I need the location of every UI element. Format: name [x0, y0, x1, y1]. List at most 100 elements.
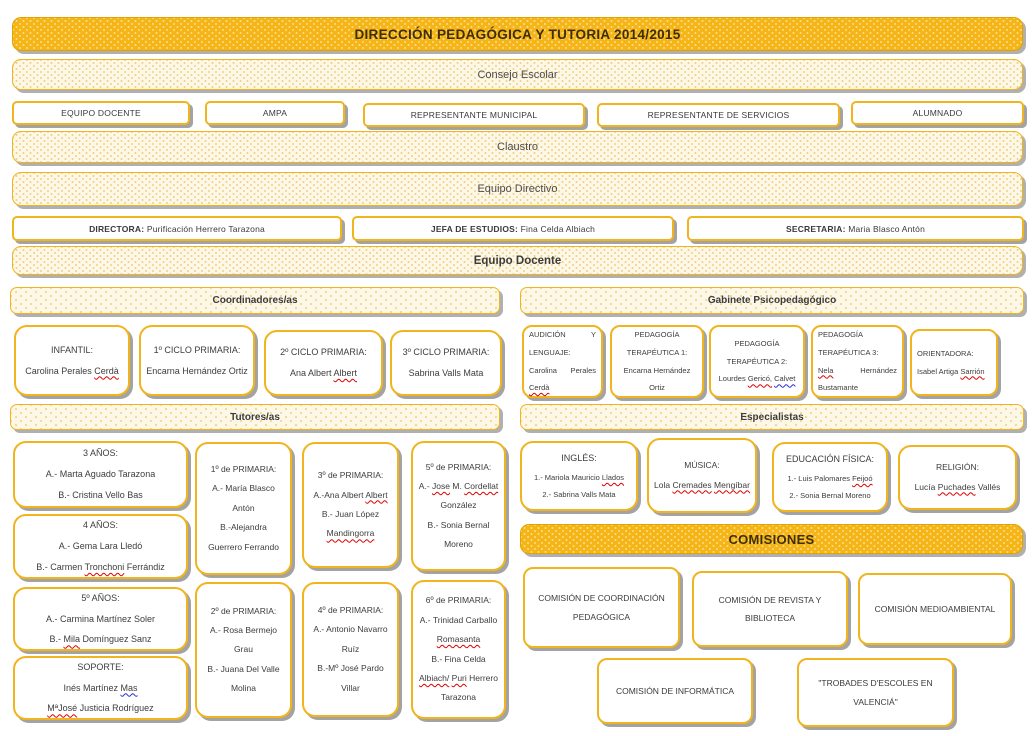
box-comision-coordinacion-pedagogica: COMISIÓN DE COORDINACIÓN PEDAGÓGICA	[523, 567, 680, 648]
card-title: ORIENTADORA:	[917, 348, 974, 358]
card-line: B.- Mila Domínguez Sanz	[49, 634, 152, 645]
box-4-anos: 4 AÑOS: A.- Gema Lara Lledó B.- Carmen T…	[13, 514, 188, 579]
box-pt2: PEDAGOGÍA TERAPÉUTICA 2: Lourdes Gericó,…	[709, 325, 805, 398]
role-label: SECRETARIA:	[785, 223, 846, 234]
box-audicion-lenguaje: AUDICIÓN Y LENGUAJE: Carolina Perales Ce…	[522, 325, 603, 398]
box-primaria-5: 5º de PRIMARIA: A.- Jose M. Cordellat Go…	[411, 441, 506, 571]
card-line: A.- Jose M. Cordellat González	[418, 480, 499, 511]
card-line: A.- Carmina Martínez Soler	[45, 613, 156, 624]
card-line: Carolina Perales Cerdà	[25, 365, 119, 376]
card-line: Encarna Hernández Ortiz	[146, 365, 248, 376]
card-line: Lucía Puchades Vallés	[914, 481, 1001, 492]
box-primaria-4: 4º de PRIMARIA: A.- Antonio Navarro Ruíz…	[302, 582, 399, 717]
header-label: Tutores/as	[230, 411, 280, 423]
band-label: Consejo Escolar	[477, 68, 558, 81]
box-ingles: INGLÉS: 1.- Mariola Mauricio Llados 2.- …	[520, 441, 638, 511]
box-comision-revista-biblioteca: COMISIÓN DE REVISTA Y BIBLIOTECA	[692, 571, 848, 647]
box-representante-servicios: REPRESENTANTE DE SERVICIOS	[597, 103, 840, 127]
box-ampa: AMPA	[205, 101, 345, 125]
card-title: PEDAGOGÍA TERAPÉUTICA 2:	[726, 339, 788, 366]
box-primaria-1: 1º de PRIMARIA: A.- María Blasco Antón B…	[195, 442, 292, 575]
box-ciclo1: 1º CICLO PRIMARIA: Encarna Hernández Ort…	[139, 325, 255, 396]
card-line: A.- Rosa Bermejo Grau	[209, 624, 278, 655]
card-line: Encarna Hernández Ortiz	[623, 365, 691, 393]
card-line: Sabrina Valls Mata	[408, 368, 484, 378]
role-name: Purificación Herrero Tarazona	[146, 223, 265, 234]
box-pt3: PEDAGOGÍA TERAPÉUTICA 3: Nela Hernández …	[811, 325, 904, 398]
card-title: EDUCACIÓN FÍSICA:	[785, 454, 874, 465]
header-label: Coordinadores/as	[212, 295, 298, 306]
role-label: DIRECTORA:	[89, 223, 145, 234]
card-line: COMISIÓN MEDIOAMBIENTAL	[874, 603, 996, 614]
header-gabinete: Gabinete Psicopedagógico	[520, 287, 1024, 314]
member-label: EQUIPO DOCENTE	[61, 108, 141, 118]
card-title: 5º AÑOS:	[81, 592, 120, 603]
band-claustro: Claustro	[12, 131, 1023, 163]
card-line: A.- Marta Aguado Tarazona	[45, 469, 156, 480]
role-name: Maria Blasco Antón	[848, 223, 926, 234]
box-equipo-docente-member: EQUIPO DOCENTE	[12, 101, 190, 125]
card-line: COMISIÓN DE INFORMÁTICA	[615, 685, 735, 696]
card-title: RELIGIÓN:	[936, 462, 979, 473]
card-line: A.- Gema Lara Lledó	[58, 541, 143, 552]
band-equipo-docente: Equipo Docente	[12, 246, 1023, 275]
box-soporte: SOPORTE: Inés Martínez Mas MªJosé Justic…	[13, 656, 188, 720]
card-title: 2º CICLO PRIMARIA:	[280, 347, 367, 358]
header-coordinadores: Coordinadores/as	[10, 287, 500, 314]
card-line: B.- Juan López Mandingorra	[321, 509, 380, 539]
card-line: COMISIÓN DE REVISTA Y BIBLIOTECA	[718, 594, 822, 623]
box-3-anos: 3 AÑOS: A.- Marta Aguado Tarazona B.- Cr…	[13, 441, 188, 508]
member-label: REPRESENTANTE MUNICIPAL	[410, 110, 538, 120]
card-line: A.- Antonio Navarro Ruíz	[313, 624, 388, 654]
card-line: 1.- Luis Palomares Feijoó	[787, 474, 873, 484]
band-label: Claustro	[497, 141, 538, 153]
box-ciclo2: 2º CICLO PRIMARIA: Ana Albert Albert	[264, 330, 383, 396]
box-primaria-3: 3º de PRIMARIA: A.-Ana Albert Albert B.-…	[302, 442, 399, 568]
box-directora: DIRECTORA: Purificación Herrero Tarazona	[12, 216, 342, 241]
header-label: Especialistas	[740, 411, 804, 423]
card-line: MªJosé Justicia Rodríguez	[47, 703, 154, 714]
box-infantil: INFANTIL: Carolina Perales Cerdà	[14, 325, 130, 396]
member-label: AMPA	[262, 108, 288, 118]
box-secretaria: SECRETARIA: Maria Blasco Antón	[687, 216, 1024, 241]
card-line: B.-Mº José Pardo Villar	[317, 663, 384, 693]
box-ciclo3: 3º CICLO PRIMARIA: Sabrina Valls Mata	[390, 330, 502, 396]
card-title: 4 AÑOS:	[82, 520, 118, 531]
card-line: Nela Hernández Bustamante	[818, 365, 897, 393]
card-title: MÚSICA:	[684, 460, 720, 471]
card-line: B.- Cristina Vello Bas	[58, 489, 143, 500]
card-line: Inés Martínez Mas	[63, 682, 138, 693]
card-line: B.- Juana Del Valle Molina	[207, 663, 280, 694]
box-orientadora: ORIENTADORA: Isabel Artiga Sarrión	[910, 329, 998, 396]
band-label: COMISIONES	[728, 531, 815, 547]
header-label: Gabinete Psicopedagógico	[707, 295, 837, 306]
card-line: B.-Alejandra Guerrero Ferrando	[208, 522, 279, 552]
card-line: A.- María Blasco Antón	[212, 483, 275, 513]
box-alumnado: ALUMNADO	[851, 101, 1024, 125]
card-title: SOPORTE:	[77, 661, 124, 672]
page-title: DIRECCIÓN PEDAGÓGICA Y TUTORIA 2014/2015	[354, 26, 681, 42]
box-musica: MÚSICA: Lola Cremades Mengíbar	[647, 438, 757, 513]
role-label: JEFA DE ESTUDIOS:	[430, 223, 519, 234]
card-title: PEDAGOGÍA TERAPÉUTICA 1:	[626, 330, 688, 357]
card-line: "TROBADES D'ESCOLES EN VALENCIÁ"	[818, 678, 933, 707]
band-consejo-escolar: Consejo Escolar	[12, 59, 1023, 90]
band-label: Equipo Docente	[473, 254, 562, 267]
card-title: 5º de PRIMARIA:	[425, 461, 492, 472]
card-title: AUDICIÓN Y LENGUAJE:	[529, 330, 596, 357]
band-label: Equipo Directivo	[477, 183, 558, 195]
card-line: Lourdes Gericó, Calvet	[718, 374, 796, 384]
role-name: Fina Celda Albiach	[520, 223, 596, 234]
member-label: ALUMNADO	[912, 108, 963, 118]
card-title: 1º CICLO PRIMARIA:	[153, 344, 241, 355]
card-title: 2º de PRIMARIA:	[210, 605, 277, 616]
box-representante-municipal: REPRESENTANTE MUNICIPAL	[363, 103, 585, 127]
box-trobades-escoles: "TROBADES D'ESCOLES EN VALENCIÁ"	[797, 658, 954, 727]
card-title: 3º de PRIMARIA:	[317, 470, 384, 481]
header-tutores: Tutores/as	[10, 404, 500, 430]
card-title: INFANTIL:	[50, 344, 93, 355]
card-line: A.- Trinidad Carballo Romasanta	[419, 614, 498, 645]
band-equipo-directivo: Equipo Directivo	[12, 172, 1023, 206]
box-educacion-fisica: EDUCACIÓN FÍSICA: 1.- Luis Palomares Fei…	[772, 442, 888, 512]
